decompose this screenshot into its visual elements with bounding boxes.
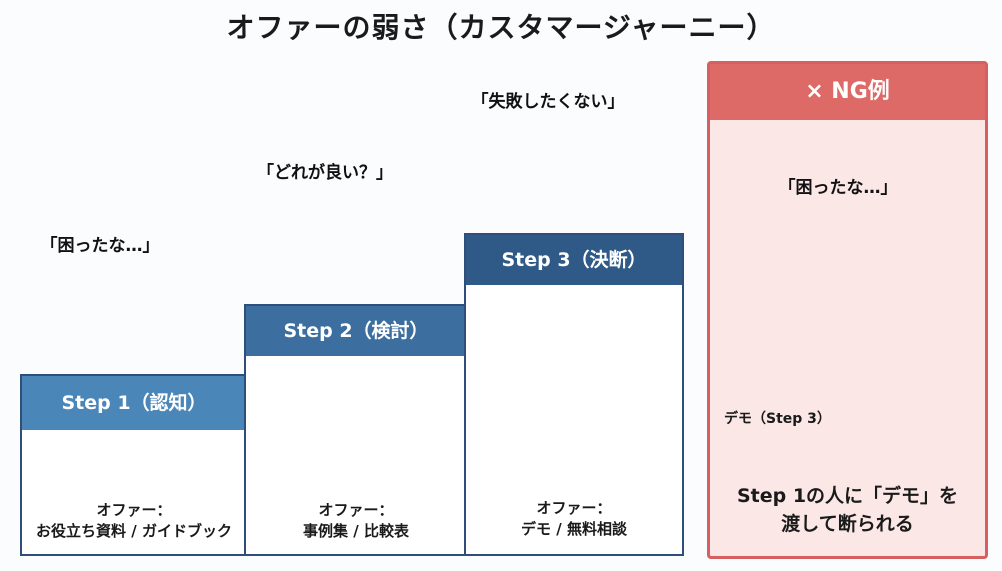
bubble-text-step3: 「失敗したくない」 xyxy=(471,92,625,112)
step3-offer: オファー： デモ / 無料相談 xyxy=(466,498,682,540)
step3-offer-title: オファー： xyxy=(536,499,612,517)
step3-box: Step 3（決断） オファー： デモ / 無料相談 xyxy=(464,233,684,556)
ng-example-panel: × NG例 「困ったな…」 デモ（Step 3） Step 1の人に「デ xyxy=(707,61,988,559)
step1-box: Step 1（認知） オファー： お役立ち資料 / ガイドブック xyxy=(20,374,248,556)
step2-offer-title: オファー： xyxy=(318,501,394,519)
step3-header: Step 3（決断） xyxy=(466,235,682,285)
page-title: オファーの弱さ（カスタマージャーニー） xyxy=(226,11,776,44)
step1-header: Step 1（認知） xyxy=(22,376,246,430)
ng-caption-line2: 渡して断られる xyxy=(781,513,914,535)
demo-label: デモ（Step 3） xyxy=(724,411,831,427)
bubble-text-step2: 「どれが良い？」 xyxy=(257,163,393,183)
ng-bubble-text: 「困ったな…」 xyxy=(778,178,898,198)
step1-offer: オファー： お役立ち資料 / ガイドブック xyxy=(22,500,246,542)
bubble-text-step1: 「困ったな…」 xyxy=(40,236,160,256)
step1-label: Step 1（認知） xyxy=(61,392,207,414)
step2-offer-items: 事例集 / 比較表 xyxy=(303,522,409,540)
step3-offer-items: デモ / 無料相談 xyxy=(521,520,627,538)
ng-caption-line1: Step 1の人に「デモ」を xyxy=(736,485,959,507)
step1-offer-items: お役立ち資料 / ガイドブック xyxy=(36,522,232,540)
step2-offer: オファー： 事例集 / 比較表 xyxy=(246,500,466,542)
step2-box: Step 2（検討） オファー： 事例集 / 比較表 xyxy=(244,304,468,556)
step3-label: Step 3（決断） xyxy=(501,249,647,271)
step2-header: Step 2（検討） xyxy=(246,306,466,356)
ng-caption: Step 1の人に「デモ」を 渡して断られる xyxy=(710,482,985,538)
step2-label: Step 2（検討） xyxy=(283,320,429,342)
step1-offer-title: オファー： xyxy=(96,501,172,519)
hand-icon xyxy=(824,294,846,328)
ng-header: × NG例 xyxy=(710,64,985,120)
